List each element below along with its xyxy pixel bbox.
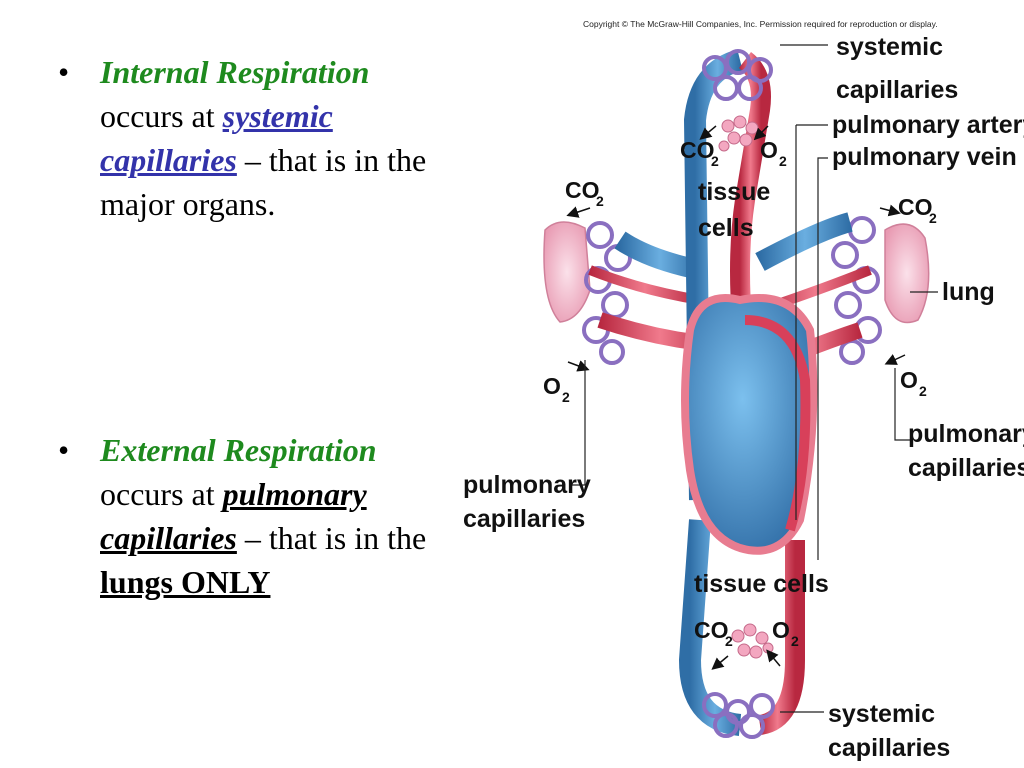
gas-o2-left: O 2 [543,373,570,405]
svg-text:O: O [543,373,561,399]
gas-co2-right: CO 2 [898,194,937,226]
svg-text:2: 2 [562,389,570,405]
bottom-tissue-cells [731,623,774,659]
term-external-respiration: External Respiration [100,432,377,468]
bullet-list: • Internal Respiration occurs at systemi… [58,50,458,600]
text-occurs-at: occurs at [100,98,215,134]
co2-bottom-arrow [711,655,729,670]
heart [681,294,818,555]
svg-text:CO: CO [680,137,715,163]
bullet-dot: • [58,432,70,468]
superior-vena-cava [683,49,744,501]
label-pulmonary-vein: pulmonary vein [832,143,1017,171]
right-pulmonary-artery [755,212,853,271]
text-that-is-in: – that is in the [244,520,427,556]
co2-top-arrow [699,125,717,140]
label-systemic-capillaries-bottom-2: capillaries [828,734,950,762]
o2-bottom-arrow [766,649,781,667]
gas-co2-left: CO 2 [565,177,604,209]
svg-text:2: 2 [919,383,927,399]
svg-text:2: 2 [791,633,799,649]
leader-lines [570,44,938,713]
top-tissue-cells [718,115,759,152]
svg-text:O: O [772,617,790,643]
label-tissue-cells-bottom: tissue cells [694,570,829,598]
label-systemic-capillaries-top-2: capillaries [836,76,958,104]
svg-text:2: 2 [711,153,719,169]
bullet-dot: • [58,54,70,90]
label-lung: lung [942,278,995,306]
left-heart-chambers [744,315,811,532]
gas-co2-top: CO 2 [680,137,719,169]
text-occurs-at: occurs at [100,476,215,512]
circulation-diagram: Copyright © The McGraw-Hill Companies, I… [463,19,1024,762]
svg-text:O: O [900,367,918,393]
label-systemic-capillaries-bottom-1: systemic [828,700,935,728]
left-lung [543,221,591,323]
svg-text:2: 2 [596,193,604,209]
co2-out-left-arrow [566,206,591,218]
gas-o2-right: O 2 [900,367,927,399]
svg-text:CO: CO [898,194,933,220]
label-pulmonary-artery: pulmonary artery [832,111,1024,139]
svg-text:CO: CO [565,177,600,203]
label-tissue-cells-top-1: tissue [698,178,770,206]
label-pulmonary-capillaries-right-2: capillaries [908,454,1024,482]
o2-top-arrow [753,125,769,141]
inferior-vena-cava [678,519,742,736]
top-systemic-capillary-bed [702,49,773,101]
svg-text:2: 2 [725,633,733,649]
co2-out-right-arrow [879,204,901,217]
lungs-only-emphasis: lungs ONLY [100,564,271,600]
descending-aorta [757,540,805,735]
o2-in-right-arrow [884,354,906,365]
bullet-internal-respiration: • Internal Respiration occurs at systemi… [58,50,458,226]
label-pulmonary-capillaries-left-2: capillaries [463,505,585,533]
bullet-external-respiration: • External Respiration occurs at pulmona… [58,428,500,604]
svg-text:2: 2 [779,153,787,169]
svg-text:CO: CO [694,617,729,643]
label-systemic-capillaries-top-1: systemic [836,33,943,61]
bottom-systemic-capillary-bed [702,692,775,739]
gas-o2-bottom: O 2 [772,617,799,649]
right-lung [884,223,930,324]
gas-o2-top: O 2 [760,137,787,169]
link-systemic-capillaries[interactable]: systemic capillaries [100,98,333,178]
svg-text:O: O [760,137,778,163]
gas-co2-bottom: CO 2 [694,617,733,649]
term-internal-respiration: Internal Respiration [100,54,370,90]
svg-text:2: 2 [929,210,937,226]
o2-in-left-arrow [567,360,590,372]
label-pulmonary-capillaries-right-1: pulmonary [908,420,1024,448]
label-tissue-cells-top-2: cells [698,214,754,242]
copyright-notice: Copyright © The McGraw-Hill Companies, I… [583,19,938,29]
text-major-organs: – that is in the major organs. [100,142,427,222]
pulmonary-capillaries-emphasis: pulmonary capillaries [100,476,367,556]
label-pulmonary-capillaries-left-1: pulmonary [463,471,591,499]
